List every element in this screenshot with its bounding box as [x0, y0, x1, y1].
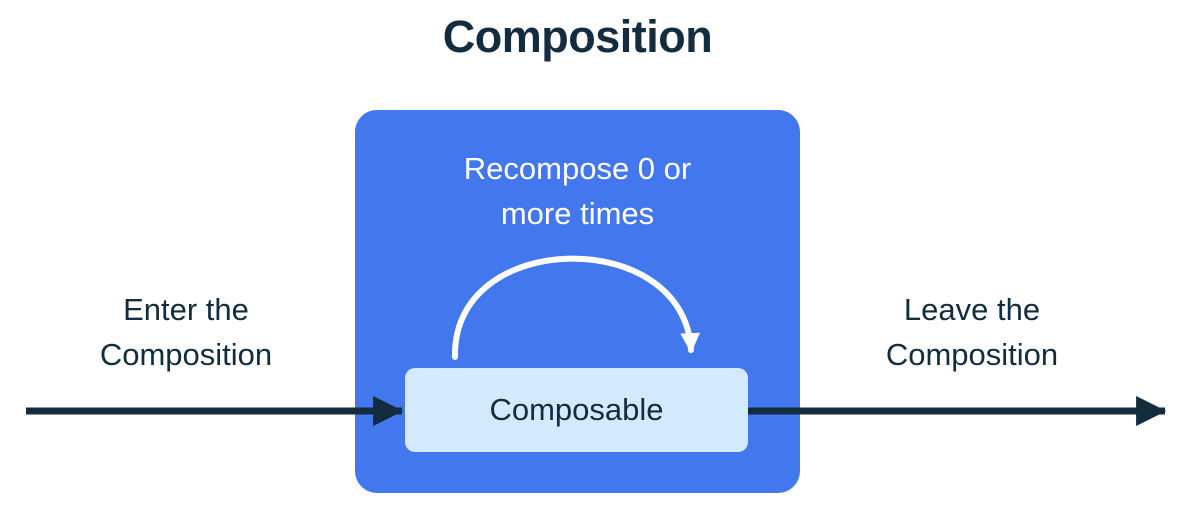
- leave-composition-label: Leave the Composition: [812, 287, 1132, 377]
- recompose-label-line2: more times: [500, 196, 655, 231]
- recompose-label: Recompose 0 or more times: [355, 146, 800, 236]
- composable-label: Composable: [489, 392, 664, 427]
- composable-box: Composable: [405, 368, 748, 452]
- enter-composition-label-line2: Composition: [99, 337, 273, 372]
- composition-box: Recompose 0 or more times Composable: [355, 110, 800, 493]
- recompose-label-line1: Recompose 0 or: [463, 151, 692, 186]
- leave-composition-label-line1: Leave the: [903, 292, 1041, 327]
- enter-composition-label: Enter the Composition: [26, 287, 346, 377]
- diagram-title: Composition: [442, 11, 713, 62]
- leave-composition-label-line2: Composition: [885, 337, 1059, 372]
- enter-composition-label-line1: Enter the: [123, 292, 249, 327]
